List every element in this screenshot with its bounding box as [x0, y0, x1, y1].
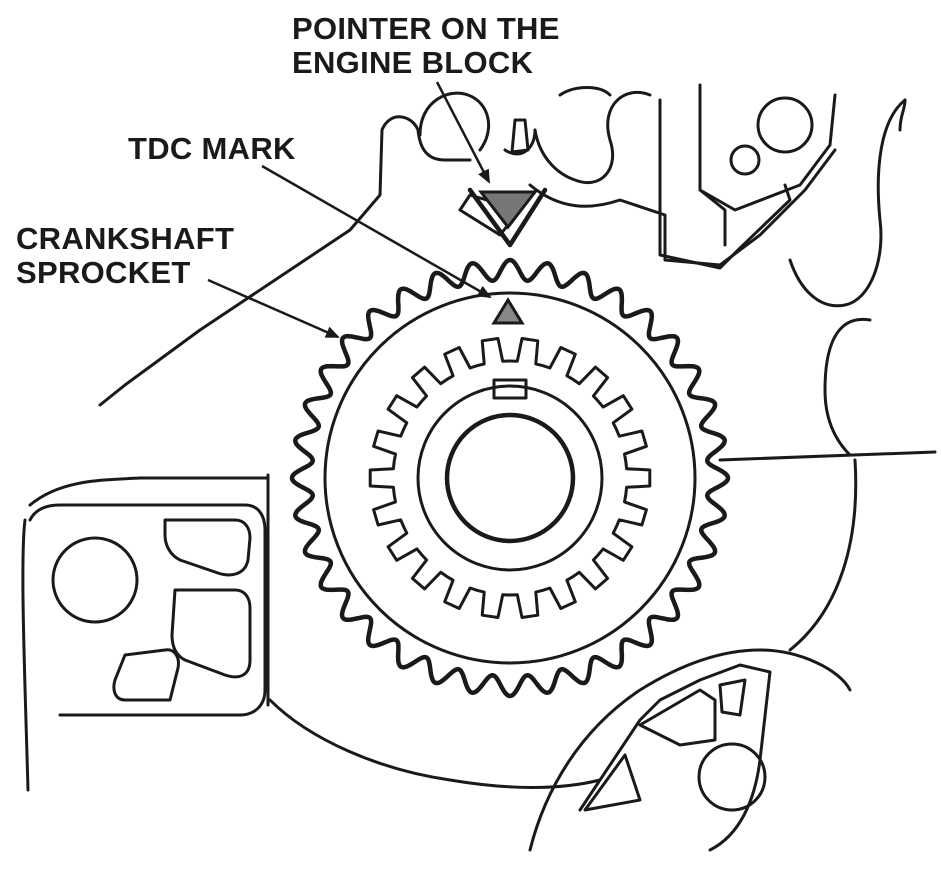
callout-leaders — [207, 81, 492, 339]
sprocket-label-line2: SPROCKET — [16, 255, 191, 290]
pointer-label-line1: POINTER ON THE — [292, 11, 560, 46]
lower-right-bracket — [528, 648, 852, 852]
keyway-slot — [492, 378, 528, 400]
sprocket-inner-splines — [368, 337, 652, 619]
sprocket-outer-teeth — [289, 257, 731, 699]
tdc-mark-label: TDC MARK — [128, 132, 296, 166]
sprocket-leader-arrow — [207, 278, 340, 339]
sprocket-face-ring — [323, 291, 697, 665]
tdc-leader-arrow — [261, 164, 492, 299]
pointer-leader-arrow — [435, 81, 491, 184]
pointer-on-engine-block-label: POINTER ON THE ENGINE BLOCK — [292, 12, 560, 80]
sprocket-bore — [444, 412, 576, 544]
pointer-label-line2: ENGINE BLOCK — [292, 45, 534, 80]
crankshaft-sprocket — [289, 257, 731, 699]
sprocket-label-line1: CRANKSHAFT — [16, 221, 235, 256]
tdc-label-text: TDC MARK — [128, 131, 296, 166]
sprocket-hub-ring — [416, 384, 604, 572]
engine-block-outline — [21, 83, 937, 792]
engine-block-pointer — [467, 187, 548, 248]
tdc-mark-icon — [491, 297, 525, 325]
crankshaft-sprocket-label: CRANKSHAFT SPROCKET — [16, 222, 234, 290]
lower-left-bracket — [28, 503, 267, 717]
pointer-triangle-icon — [477, 190, 539, 230]
